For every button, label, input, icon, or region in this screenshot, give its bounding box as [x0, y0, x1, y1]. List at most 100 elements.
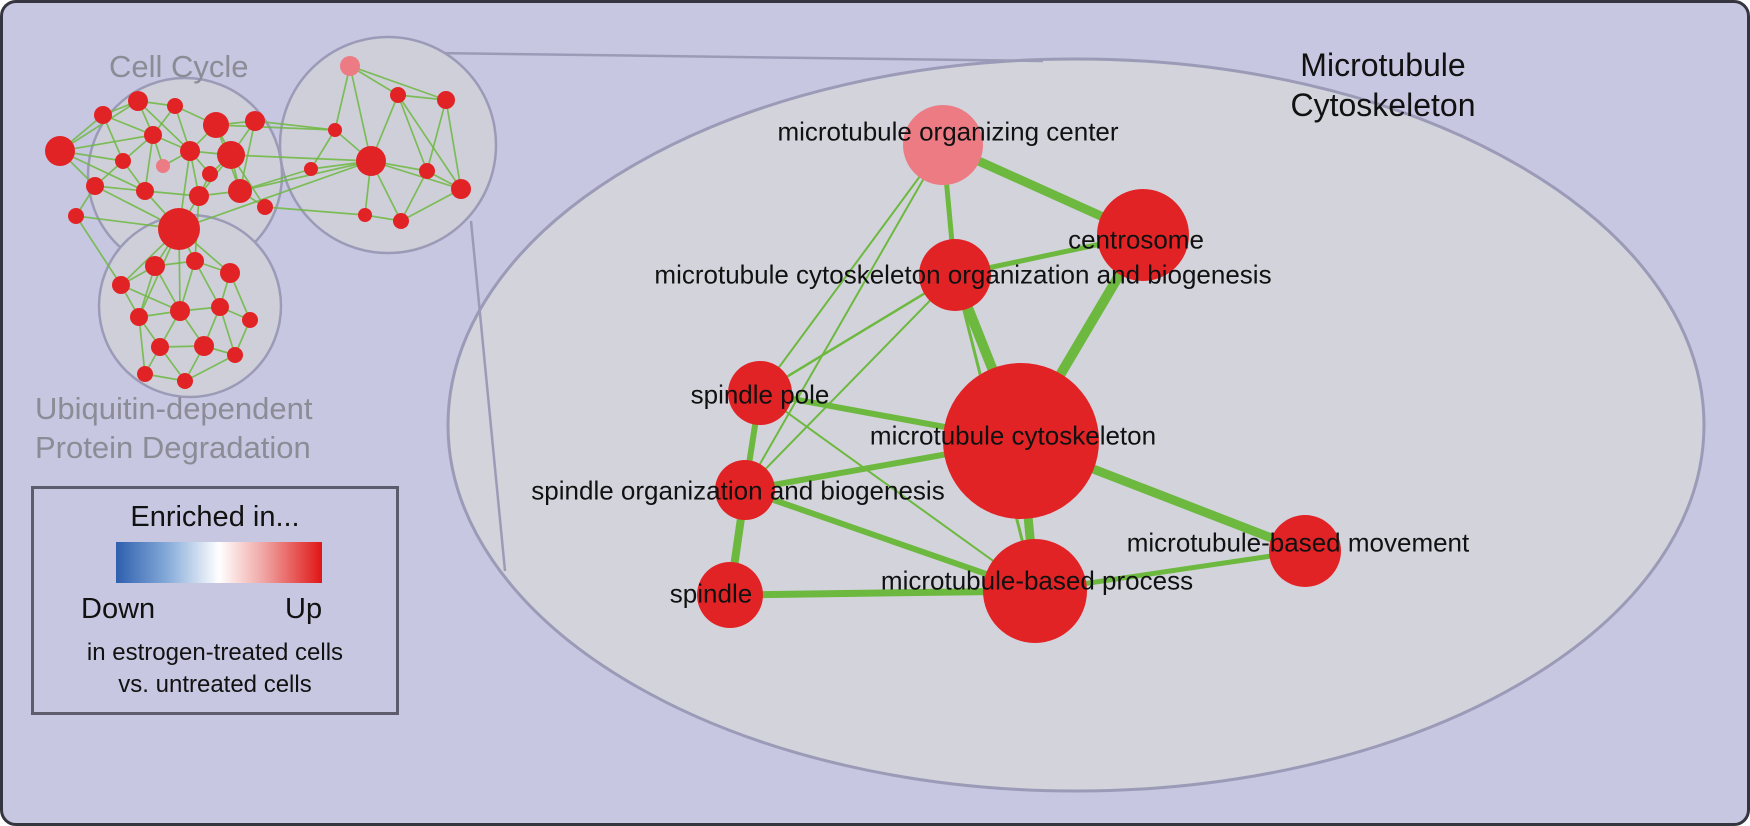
mini-node: [130, 308, 148, 326]
mini-node: [128, 91, 148, 111]
mini-node: [419, 163, 435, 179]
mini-node: [156, 159, 170, 173]
mini-node: [227, 347, 243, 363]
microtubule-title-line2: Cytoskeleton: [1290, 87, 1476, 123]
mini-node: [115, 153, 131, 169]
mini-edge: [75, 215, 122, 286]
network-canvas: [45, 35, 1706, 793]
mini-node: [242, 312, 258, 328]
mini-node: [94, 106, 112, 124]
mini-node: [170, 301, 190, 321]
mini-edge: [334, 65, 351, 131]
mini-edge: [120, 284, 181, 312]
mini-edge: [445, 99, 462, 190]
mini-node: [356, 146, 386, 176]
mini-node: [304, 162, 318, 176]
mini-edge: [215, 124, 336, 131]
mini-edge: [239, 168, 312, 192]
mini-node: [228, 179, 252, 203]
cluster-label-cell-cycle: Cell Cycle: [109, 49, 249, 84]
node-label-mt-cytoskeleton: microtubule cytoskeleton: [869, 420, 1157, 451]
mini-edge: [239, 160, 372, 192]
mini-edge: [349, 65, 372, 162]
mini-node: [112, 276, 130, 294]
legend-axis-words: Down Up: [34, 593, 396, 627]
mini-node: [202, 166, 218, 182]
mini-edge: [400, 170, 428, 222]
mini-edge: [397, 94, 462, 190]
legend-up-label: Up: [285, 593, 323, 625]
mini-node: [211, 298, 229, 316]
node-spindle: [697, 562, 763, 628]
mini-node: [217, 141, 245, 169]
mini-node: [257, 199, 273, 215]
node-label-spindle-org: spindle organization and biogenesis: [531, 475, 945, 506]
mini-edge: [138, 316, 146, 375]
legend-gradient-bar: [116, 542, 322, 583]
mini-node: [393, 213, 409, 229]
mini-edge: [184, 354, 236, 382]
ubiquitin-label-line1: Ubiquitin-dependent: [35, 391, 313, 426]
mini-node: [340, 56, 360, 76]
cluster-label-microtubule-cytoskeleton: Microtubule Cytoskeleton: [1243, 45, 1523, 125]
mini-node: [189, 186, 209, 206]
node-mt-based-movement: [1269, 515, 1341, 587]
mini-edge: [59, 134, 154, 152]
node-spindle-pole: [728, 361, 792, 425]
node-label-mt-based-process: microtubule-based process: [880, 565, 1194, 596]
node-mt-based-process: [983, 539, 1087, 643]
legend-box: Enriched in... Down Up in estrogen-treat…: [31, 486, 399, 715]
cluster-label-ubiquitin: Ubiquitin-dependent Protein Degradation: [35, 389, 313, 467]
mini-node: [158, 208, 200, 250]
mini-edge: [426, 99, 447, 172]
node-label-mcob: microtubule cytoskeleton organization an…: [654, 259, 1272, 290]
mini-node: [151, 338, 169, 356]
mini-node: [144, 126, 162, 144]
node-label-mt-based-movement: microtubule-based movement: [1126, 527, 1470, 558]
microtubule-title-line1: Microtubule: [1300, 47, 1466, 83]
node-label-centrosome: centrosome: [1068, 224, 1204, 255]
mini-node: [451, 179, 471, 199]
mini-node: [328, 123, 342, 137]
node-label-spindle-pole: spindle pole: [690, 379, 830, 410]
mini-edge: [230, 154, 372, 162]
mini-edge: [264, 206, 366, 216]
mini-edge: [310, 129, 336, 170]
mini-node: [245, 111, 265, 131]
cluster-circle-microtubule: [278, 35, 498, 255]
node-mcob: [919, 239, 991, 311]
mini-edge: [59, 100, 139, 152]
mini-node: [390, 87, 406, 103]
mini-node: [437, 91, 455, 109]
legend-subtitle-line1: in estrogen-treated cells: [86, 639, 344, 666]
magnifier-line: [432, 51, 1044, 63]
mini-node: [186, 252, 204, 270]
mini-node: [68, 208, 84, 224]
zoom-edge-moc-spindle-org: [744, 144, 944, 491]
mini-node: [177, 373, 193, 389]
legend-subtitle-line2: vs. untreated cells: [118, 671, 312, 698]
mini-node: [137, 366, 153, 382]
mini-edge: [254, 120, 336, 131]
node-centrosome: [1097, 189, 1189, 281]
mini-edge: [178, 160, 372, 230]
mini-node: [194, 336, 214, 356]
zoom-edge-mcob-spindle-org: [744, 274, 956, 491]
node-label-spindle: spindle: [669, 578, 753, 609]
mini-node: [220, 263, 240, 283]
node-moc: [903, 105, 983, 185]
mini-edge: [400, 188, 462, 222]
mini-edge: [137, 100, 191, 152]
mini-node: [180, 141, 200, 161]
node-spindle-org: [715, 460, 775, 520]
magnifier-line: [469, 220, 507, 572]
mini-node: [203, 112, 229, 138]
mini-edge: [397, 94, 428, 172]
legend-title: Enriched in...: [130, 501, 300, 533]
zoom-edge-mcob-spindle-pole: [759, 273, 956, 395]
mini-node: [145, 256, 165, 276]
mini-node: [136, 182, 154, 200]
mini-edge: [144, 134, 154, 192]
mini-node: [358, 208, 372, 222]
